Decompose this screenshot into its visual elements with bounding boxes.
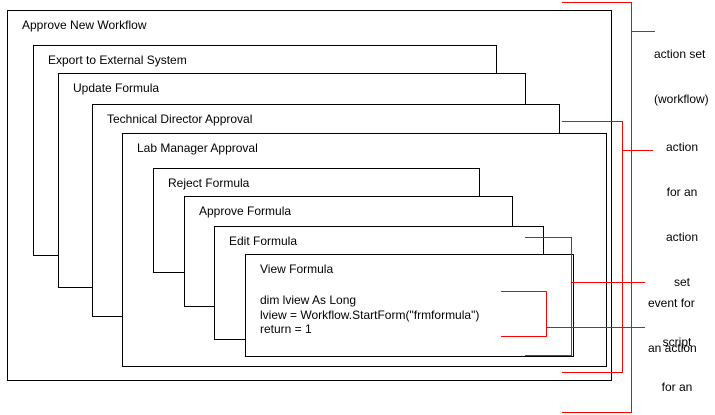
annot-script-bottom-line <box>501 336 547 337</box>
annot-action-right-line <box>622 121 623 373</box>
box-title-edit-formula: Edit Formula <box>229 234 298 248</box>
box-title-approve-new-workflow: Approve New Workflow <box>22 18 147 32</box>
annot-event-tick <box>571 282 645 283</box>
annot-action-line-1: action <box>665 140 699 154</box>
script-body: dim lview As Long lview = Workflow.Start… <box>260 293 480 336</box>
box-title-lab-manager-approval: Lab Manager Approval <box>137 141 258 155</box>
annot-event-line-2: an action <box>648 341 697 355</box>
box-title-view-formula: View Formula <box>260 262 334 276</box>
annot-action-set-bottom-line <box>562 412 632 413</box>
annot-action-line-4: set <box>673 275 690 289</box>
annot-action-bottom-line <box>562 372 623 373</box>
annot-event-top-line <box>525 237 572 238</box>
box-title-update-formula: Update Formula <box>73 81 160 95</box>
box-title-reject-formula: Reject Formula <box>168 176 250 190</box>
annot-script-right-line <box>546 291 547 337</box>
annot-label-event: event for an action <box>648 266 714 386</box>
annot-event-bottom-line <box>525 355 572 356</box>
annot-script-line-1: script <box>662 335 692 349</box>
annot-label-action: action for an action set <box>652 110 712 320</box>
annot-action-line-3: action <box>665 230 699 244</box>
annot-action-set-line-2: (workflow) <box>654 92 709 106</box>
annot-script-line-2: for an <box>661 380 693 394</box>
box-view-formula[interactable]: View Formula dim lview As Long lview = W… <box>245 254 574 357</box>
annot-action-set-line-1: action set <box>654 47 706 61</box>
annot-action-set-top-line <box>562 2 632 3</box>
annot-label-action-set: action set (workflow) <box>654 17 715 137</box>
annot-action-set-tick <box>631 31 655 32</box>
box-title-export-to-external-system: Export to External System <box>48 53 187 67</box>
box-title-technical-director-approval: Technical Director Approval <box>107 112 253 126</box>
annot-action-line-2: for an <box>666 185 698 199</box>
annot-script-tick <box>546 327 645 328</box>
annot-event-right-line <box>571 237 572 356</box>
annot-action-set-right-line <box>631 2 632 413</box>
box-title-approve-formula: Approve Formula <box>199 204 292 218</box>
annot-action-top-line <box>562 121 623 122</box>
annot-script-top-line <box>501 291 547 292</box>
annot-action-tick <box>622 150 653 151</box>
annot-event-line-1: event for <box>648 296 695 310</box>
annot-label-script: script for an event <box>648 305 706 415</box>
